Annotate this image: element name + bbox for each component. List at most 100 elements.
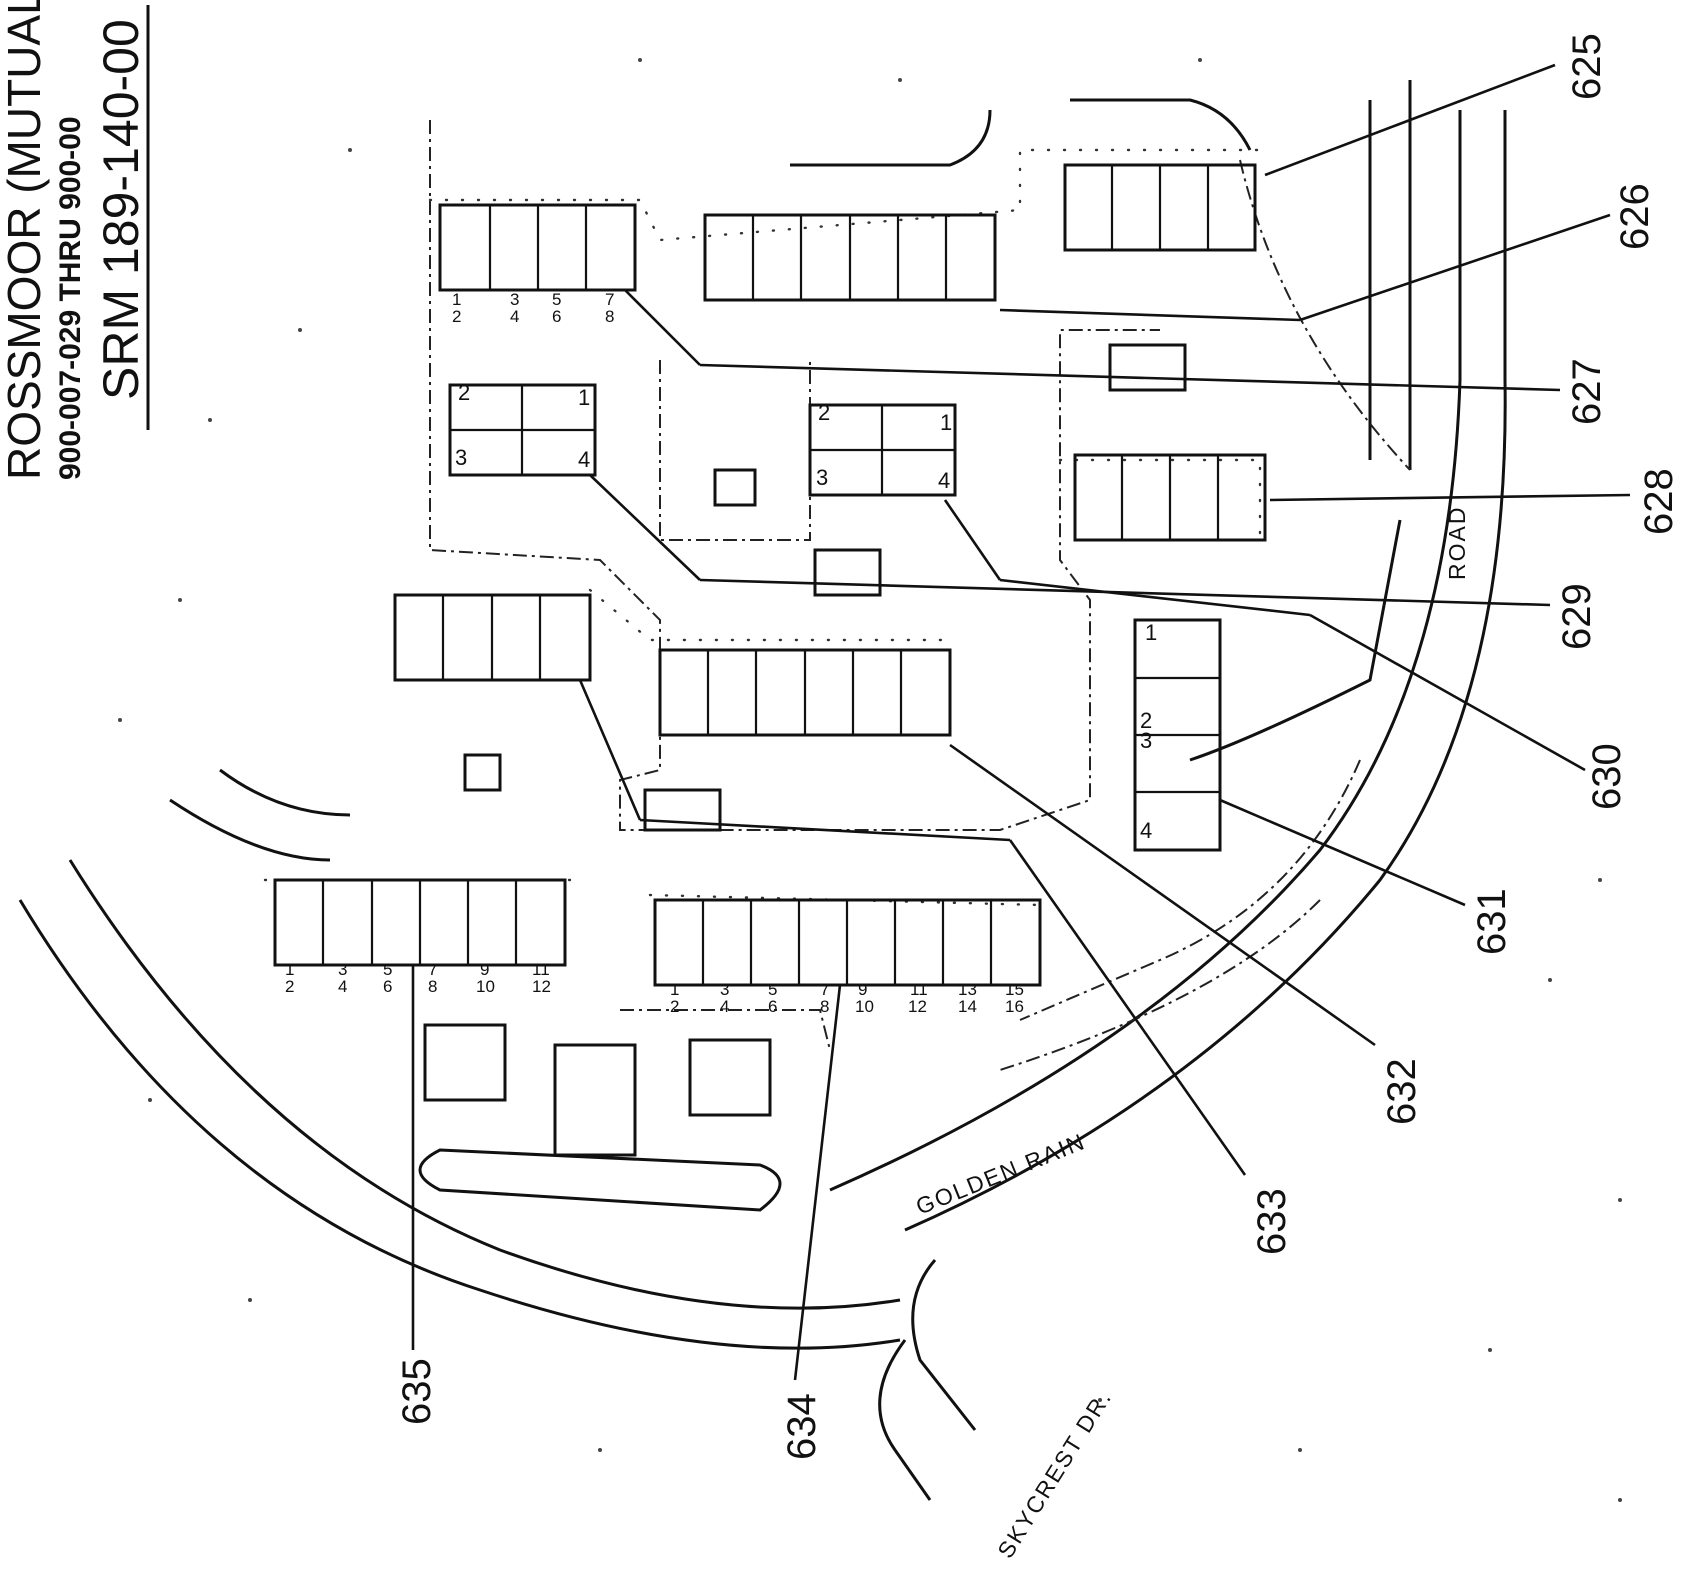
unit-number: 9 bbox=[858, 980, 867, 999]
label-632: 632 bbox=[1380, 1058, 1424, 1125]
unit-number: 4 bbox=[720, 997, 729, 1016]
building-labels: 625 626 627 628 629 630 631 632 633 634 … bbox=[395, 33, 1681, 1460]
label-629: 629 bbox=[1555, 583, 1599, 650]
buildings bbox=[273, 163, 1267, 1157]
map-header: ROSSMOOR (MUTUAL 900-007-029 THRU 900-00… bbox=[0, 0, 150, 480]
unit-number: 4 bbox=[578, 447, 590, 472]
unit-number: 8 bbox=[820, 997, 829, 1016]
dotted-line-1 bbox=[428, 148, 1262, 242]
unit-number: 3 bbox=[816, 465, 828, 490]
leader-630 bbox=[943, 499, 1002, 581]
label-634: 634 bbox=[780, 1393, 824, 1460]
leader-629 bbox=[589, 474, 701, 581]
property-lines bbox=[429, 120, 1411, 1071]
map-texture-dots bbox=[118, 58, 1622, 1502]
unit-number: 12 bbox=[908, 997, 927, 1016]
label-631: 631 bbox=[1470, 888, 1514, 955]
label-633: 633 bbox=[1250, 1188, 1294, 1255]
inner-loop-road bbox=[1189, 519, 1402, 762]
leader-626b bbox=[1299, 213, 1611, 322]
outer-road-curve-b bbox=[18, 899, 901, 1350]
unit-number: 1 bbox=[452, 290, 461, 309]
unit-number: 6 bbox=[768, 997, 777, 1016]
unit-number: 5 bbox=[383, 960, 392, 979]
unit-number: 2 bbox=[1140, 708, 1152, 733]
street-names: GOLDEN RAIN ROAD SKYCREST DR. bbox=[912, 506, 1470, 1563]
upper-driveway-b bbox=[1070, 98, 1252, 151]
unit-number: 7 bbox=[820, 980, 829, 999]
unit-number: 11 bbox=[532, 960, 550, 979]
roads bbox=[18, 80, 1507, 1501]
inner-line-a bbox=[659, 360, 811, 541]
leader-lines bbox=[411, 63, 1631, 1381]
unit-number: 3 bbox=[455, 445, 467, 470]
unit-number: 13 bbox=[958, 980, 977, 999]
unit-number: 14 bbox=[958, 997, 977, 1016]
label-635: 635 bbox=[395, 1358, 439, 1425]
upper-right-road bbox=[1368, 80, 1412, 470]
unit-number: 5 bbox=[552, 290, 561, 309]
unit-number: 1 bbox=[578, 385, 590, 410]
property-boundary bbox=[429, 120, 1160, 831]
carport-c bbox=[643, 788, 722, 832]
parcel-range: 900-007-029 THRU 900-00 bbox=[54, 116, 87, 480]
unit-number: 8 bbox=[428, 977, 437, 996]
unit-number: 3 bbox=[510, 290, 519, 309]
unit-number: 2 bbox=[452, 307, 461, 326]
carport-a bbox=[1108, 343, 1187, 392]
dotted-line-5 bbox=[648, 893, 1042, 907]
carport-b bbox=[813, 548, 882, 597]
label-628: 628 bbox=[1637, 468, 1681, 535]
leader-630c bbox=[1309, 613, 1586, 772]
unit-number: 8 bbox=[605, 307, 614, 326]
leader-633b bbox=[639, 818, 1011, 842]
skycrest-left bbox=[878, 1339, 932, 1501]
inner-line-d bbox=[620, 1009, 831, 1051]
carport-f bbox=[688, 1038, 772, 1117]
small-structure-b bbox=[463, 753, 502, 792]
unit-number: 16 bbox=[1005, 997, 1024, 1016]
map-title: ROSSMOOR (MUTUAL bbox=[0, 0, 50, 480]
outer-road-curve-a bbox=[68, 859, 901, 1310]
unit-numbers: 1 2 3 4 5 6 7 8 2 1 3 4 2 1 3 4 1 2 3 4 … bbox=[285, 290, 1157, 1016]
unit-number: 2 bbox=[670, 997, 679, 1016]
label-627: 627 bbox=[1565, 358, 1609, 425]
unit-number: 3 bbox=[1140, 728, 1152, 753]
dotted-line-3 bbox=[588, 588, 952, 642]
leader-632 bbox=[949, 743, 1376, 1047]
unit-number: 12 bbox=[532, 977, 551, 996]
dotted-boundaries bbox=[263, 148, 1262, 907]
unit-number: 3 bbox=[338, 960, 347, 979]
unit-number: 9 bbox=[480, 960, 489, 979]
leader-630b bbox=[999, 578, 1311, 617]
golden-rain-inner bbox=[829, 110, 1462, 1192]
oval-median bbox=[418, 1148, 782, 1212]
unit-number: 3 bbox=[720, 980, 729, 999]
unit-number: 6 bbox=[552, 307, 561, 326]
upper-driveway bbox=[790, 109, 992, 167]
left-arc-road bbox=[169, 768, 351, 862]
carport-d bbox=[423, 1023, 507, 1102]
leader-626 bbox=[999, 308, 1301, 322]
dotted-line-2 bbox=[1058, 458, 1262, 542]
label-630: 630 bbox=[1585, 743, 1629, 810]
unit-number: 10 bbox=[855, 997, 874, 1016]
unit-number: 11 bbox=[910, 980, 928, 999]
unit-number: 15 bbox=[1005, 980, 1024, 999]
leader-627b bbox=[699, 363, 1561, 392]
unit-number: 1 bbox=[1145, 620, 1157, 645]
leader-631 bbox=[1219, 798, 1466, 907]
unit-number: 10 bbox=[476, 977, 495, 996]
unit-number: 7 bbox=[605, 290, 614, 309]
unit-number: 4 bbox=[1140, 818, 1152, 843]
leader-625 bbox=[1264, 63, 1556, 177]
unit-number: 7 bbox=[428, 960, 437, 979]
inner-line-b bbox=[1239, 159, 1411, 471]
unit-number: 2 bbox=[818, 400, 830, 425]
label-626: 626 bbox=[1613, 183, 1657, 250]
unit-number: 2 bbox=[285, 977, 294, 996]
unit-number: 5 bbox=[768, 980, 777, 999]
small-structure-a bbox=[713, 468, 757, 507]
label-625: 625 bbox=[1565, 33, 1609, 100]
